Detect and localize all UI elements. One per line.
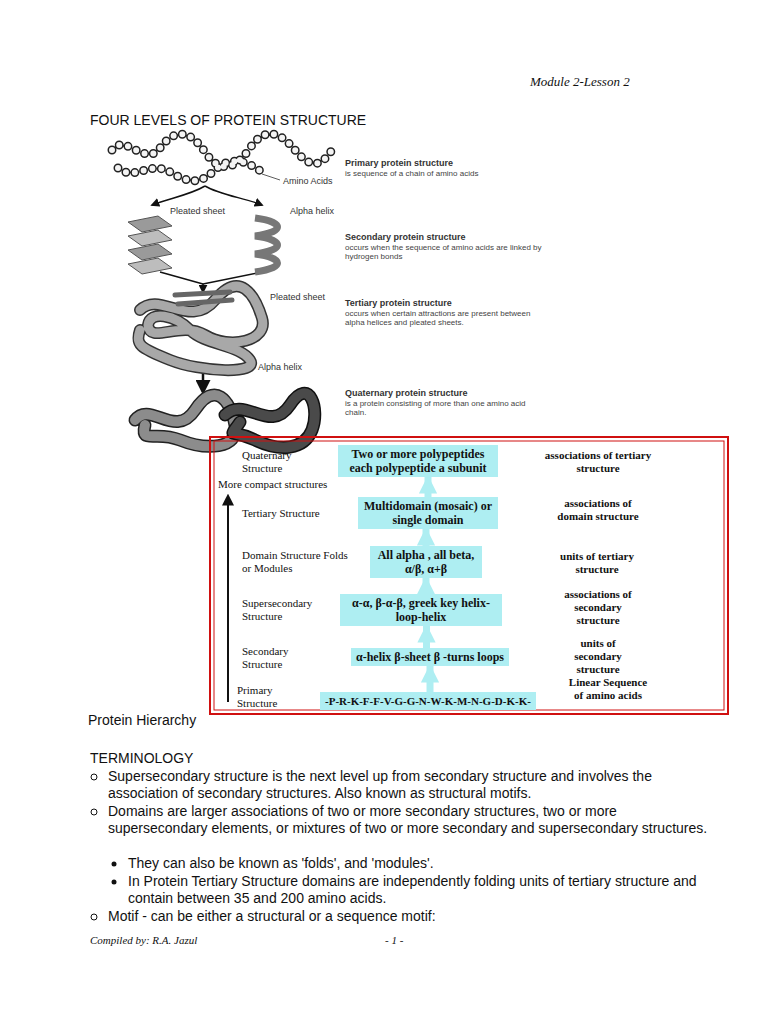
bullet-marker [91, 809, 97, 815]
bullet-marker [91, 774, 97, 780]
level-arrow [427, 666, 434, 692]
figure-label: Pleated sheet [170, 206, 225, 216]
quaternary-structure [135, 393, 315, 447]
tertiary-structure [138, 286, 263, 370]
bullet-text: Motif - can be either a structural or a … [108, 908, 708, 925]
level-box: All alpha , all beta, α/β, α+β [370, 546, 482, 578]
level-role: associations of domain structure [546, 497, 650, 523]
alpha-helix [255, 218, 278, 272]
figure-heading: Tertiary protein structure [345, 298, 452, 308]
bullet-text: They can also be known as 'folds', and '… [128, 855, 708, 872]
level-text: Two or more polypeptides each polypeptid… [343, 447, 493, 475]
figure-heading: Primary protein structure [345, 158, 453, 168]
level-arrow [425, 477, 432, 497]
level-role: Linear Sequence of amino acids [566, 676, 650, 702]
level-text: α-α, β-α-β, greek key helix-loop-helix [345, 596, 497, 624]
footer-credit: Compiled by: R.A. Jazul [90, 934, 197, 946]
level-name: Primary Structure [237, 684, 289, 710]
frame-inner [214, 441, 724, 710]
level-box: α-helix β-sheet β -turns loops [351, 648, 509, 666]
level-role: associations of tertiary structure [542, 449, 654, 475]
compact-arrow [227, 496, 229, 702]
figure-label: Amino Acids [283, 176, 333, 186]
level-name: Secondary Structure [242, 645, 312, 671]
level-name: Quaternary Structure [242, 449, 322, 475]
level-role: associations of secondary structure [558, 588, 638, 627]
bullet-text: Domains are larger associations of two o… [108, 803, 708, 837]
figure-heading: Quaternary protein structure [345, 388, 468, 398]
frame [210, 437, 728, 714]
page-title: FOUR LEVELS OF PROTEIN STRUCTURE [90, 112, 366, 128]
level-role: units of tertiary structure [556, 550, 638, 576]
level-role: units of secondary structure [558, 637, 638, 676]
figure-label: Pleated sheet [270, 292, 325, 302]
bullet-text: Supersecondary structure is the next lev… [108, 768, 708, 802]
figure-label: Alpha helix [290, 206, 334, 216]
level-box: -P-R-K-F-F-V-G-G-N-W-K-M-N-G-D-K-K- [320, 692, 536, 710]
pleated-sheet [128, 216, 172, 274]
level-text: Multidomain (mosaic) or single domain [363, 499, 493, 527]
level-box: Multidomain (mosaic) or single domain [358, 497, 498, 529]
level-arrow [423, 578, 430, 594]
level-name: Tertiary Structure [242, 507, 342, 520]
lesson-header: Module 2-Lesson 2 [530, 74, 630, 90]
figure-note: occurs when the sequence of amino acids … [345, 243, 545, 261]
figure-note: is a protein consisting of more than one… [345, 399, 545, 417]
figure-note: occurs when certain attractions are pres… [345, 309, 550, 327]
level-text: α-helix β-sheet β -turns loops [356, 650, 504, 664]
bullet-marker [112, 862, 117, 867]
amino-chain [112, 134, 332, 181]
level-name: Supersecondary Structure [242, 597, 342, 623]
level-box: Two or more polypeptides each polypeptid… [338, 445, 498, 477]
bullet-marker [112, 880, 117, 885]
level-arrow [423, 529, 430, 546]
figure-note: is sequence of a chain of amino acids [345, 169, 545, 178]
level-arrow [423, 626, 430, 648]
figure-label: Alpha helix [258, 362, 302, 372]
level-box: α-α, β-α-β, greek key helix-loop-helix [340, 594, 502, 626]
figure-heading: Secondary protein structure [345, 232, 466, 242]
page-number: - 1 - [385, 934, 403, 946]
level-text: -P-R-K-F-F-V-G-G-N-W-K-M-N-G-D-K-K- [325, 694, 531, 708]
bullet-text: In Protein Tertiary Structure domains ar… [128, 873, 708, 907]
level-name: Domain Structure Folds or Modules [242, 549, 352, 575]
axis-label: More compact structures [218, 478, 327, 491]
level-text: All alpha , all beta, α/β, α+β [375, 548, 477, 576]
figure-caption: Protein Hierarchy [88, 712, 196, 729]
section-heading: TERMINOLOGY [90, 750, 193, 767]
bullet-marker [91, 914, 97, 920]
